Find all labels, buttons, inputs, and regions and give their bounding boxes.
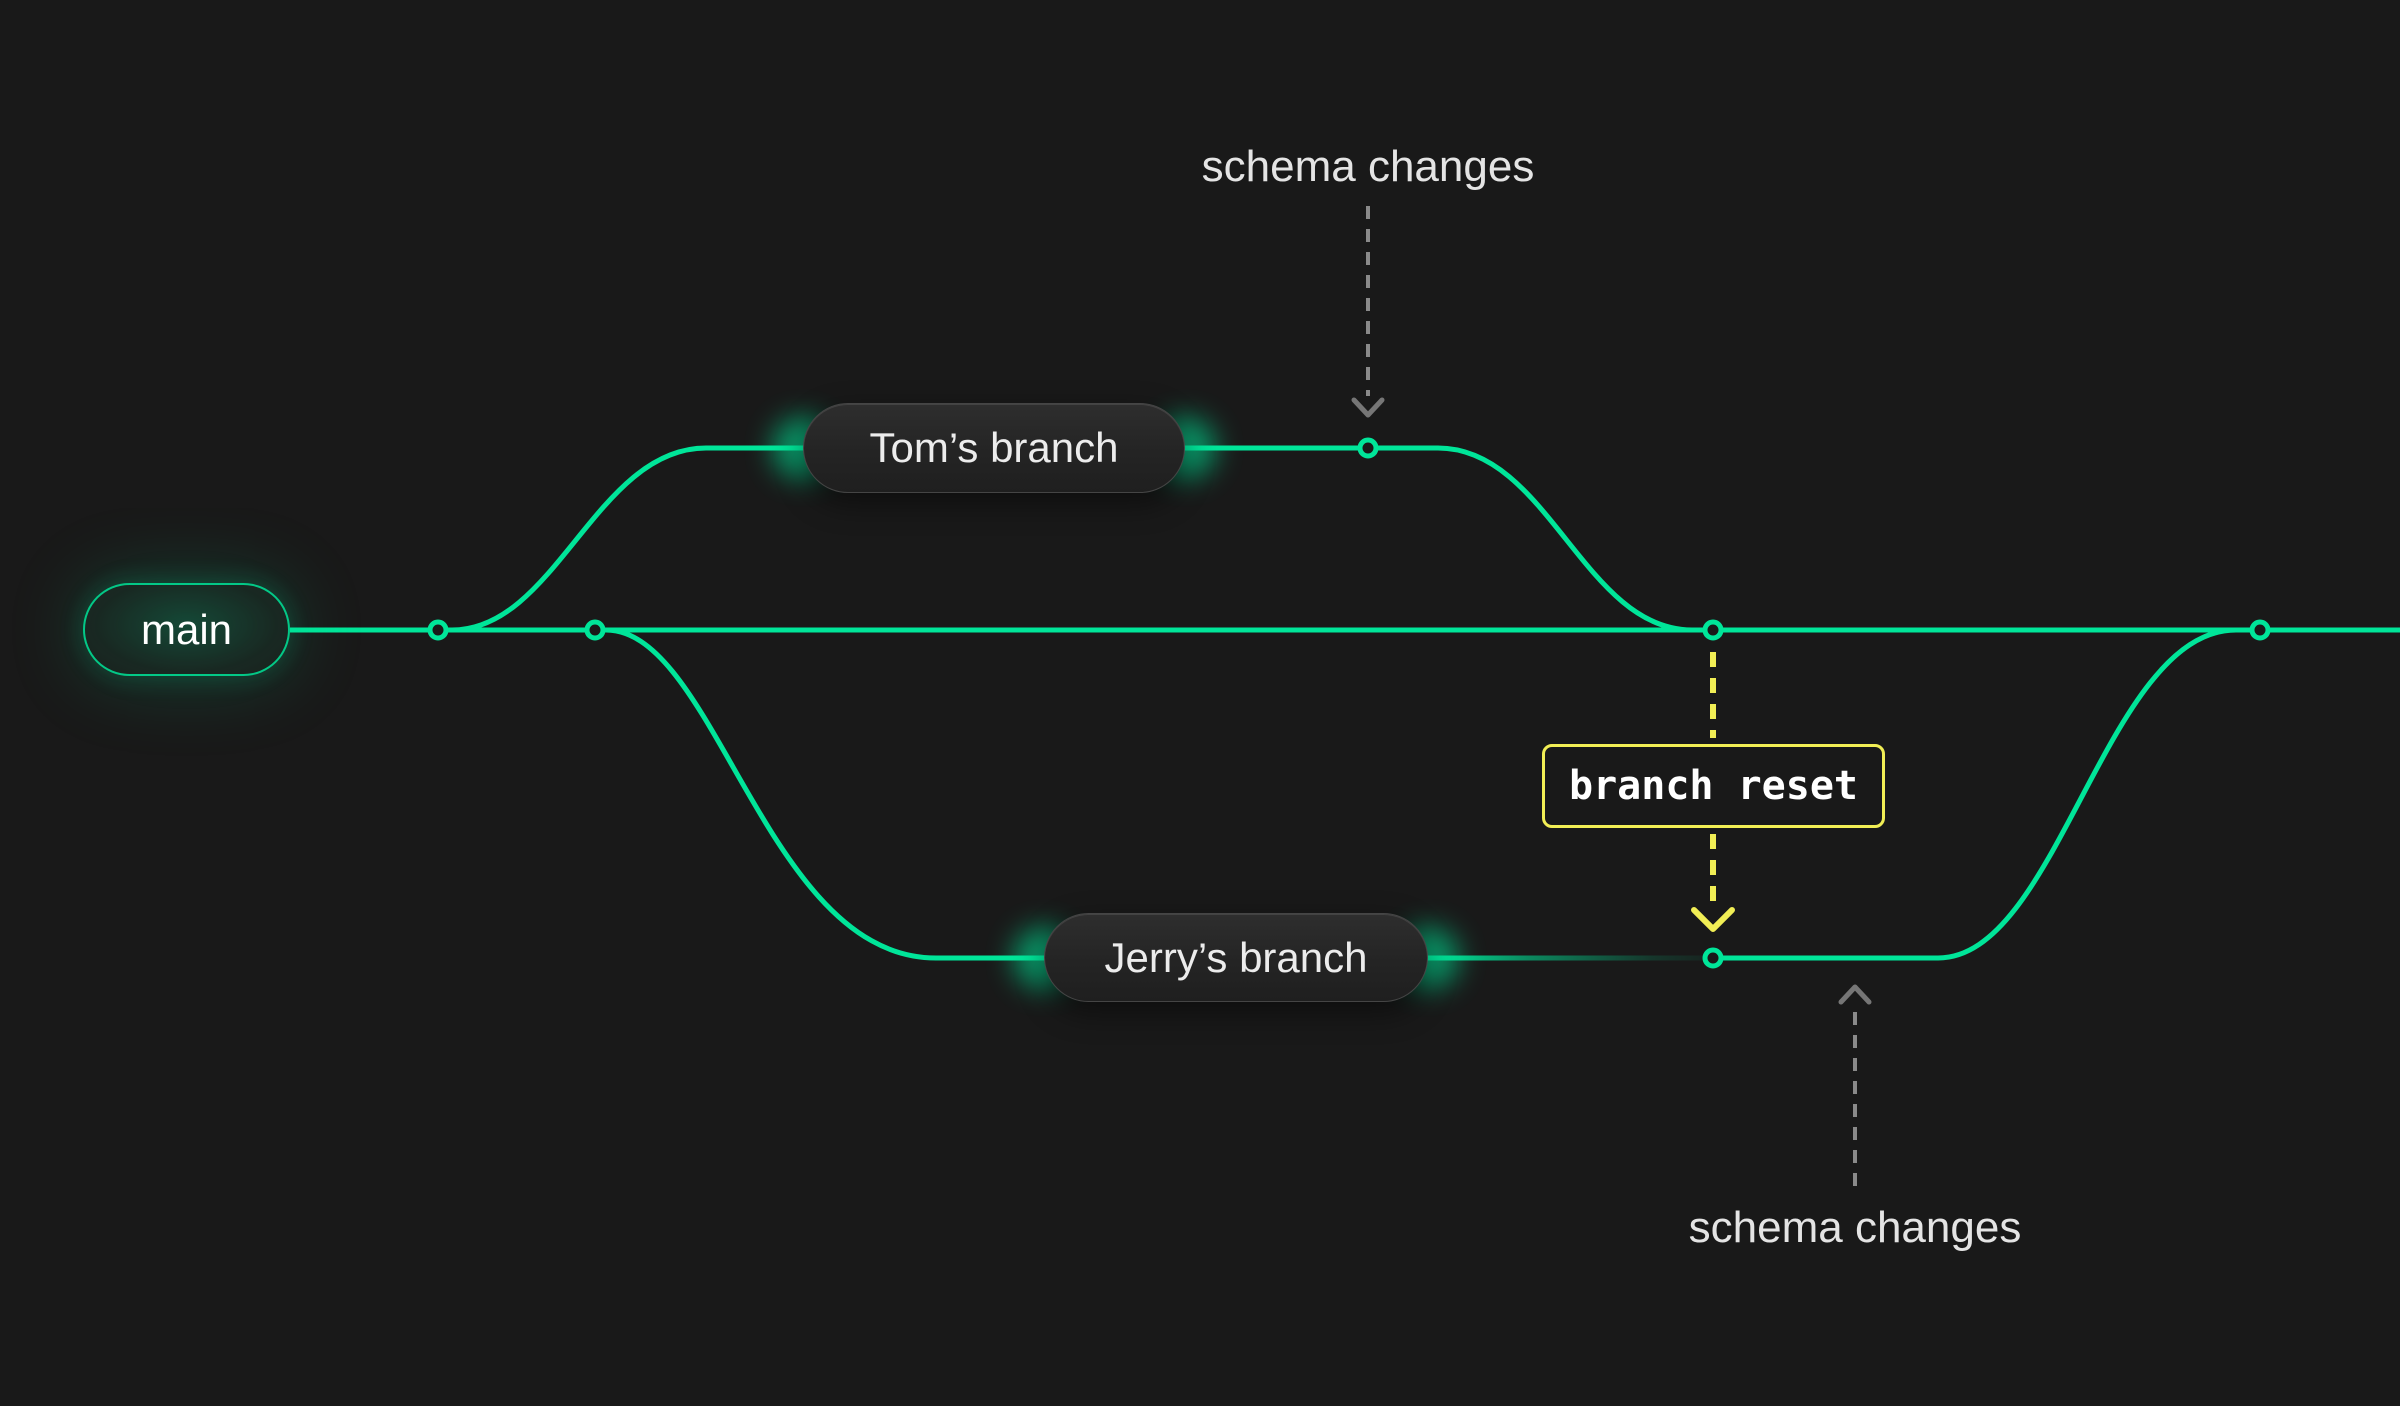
arrowhead-down-icon: [1691, 907, 1735, 932]
branch-reset-box: branch reset: [1542, 744, 1885, 828]
jerrys-branch-label: Jerry’s branch: [1104, 933, 1368, 981]
jerrys-branch-line: [603, 627, 1433, 961]
branch-reset-arrow: [1691, 652, 1735, 932]
toms-branch-label: Tom’s branch: [869, 424, 1119, 471]
branch-reset-label: branch reset: [1569, 763, 1858, 809]
schema-changes-annotation-top: schema changes: [1201, 142, 1535, 191]
jerrys-branch-return-line: [1709, 627, 2267, 961]
commit-node: [1702, 947, 1724, 969]
commit-node: [584, 619, 606, 641]
jerrys-branch-pill: Jerry’s branch: [1044, 913, 1428, 1002]
arrowhead-down-icon: [1351, 397, 1385, 418]
schema-changes-annotation-bottom: schema changes: [1688, 1203, 2022, 1252]
commit-node: [1357, 437, 1379, 459]
main-branch-label: main: [140, 605, 233, 653]
commit-node: [1702, 619, 1724, 641]
toms-branch-pill: Tom’s branch: [803, 403, 1185, 493]
arrowhead-up-icon: [1838, 984, 1872, 1005]
main-branch-pill: main: [83, 583, 290, 676]
commit-node: [427, 619, 449, 641]
pill-junction-glows: [773, 418, 1458, 988]
commit-nodes: [427, 437, 2271, 969]
commit-node: [2249, 619, 2271, 641]
schema-changes-arrow-top: [1351, 206, 1385, 418]
schema-changes-arrow-bottom: [1838, 984, 1872, 1196]
toms-branch-line: [449, 445, 1715, 633]
